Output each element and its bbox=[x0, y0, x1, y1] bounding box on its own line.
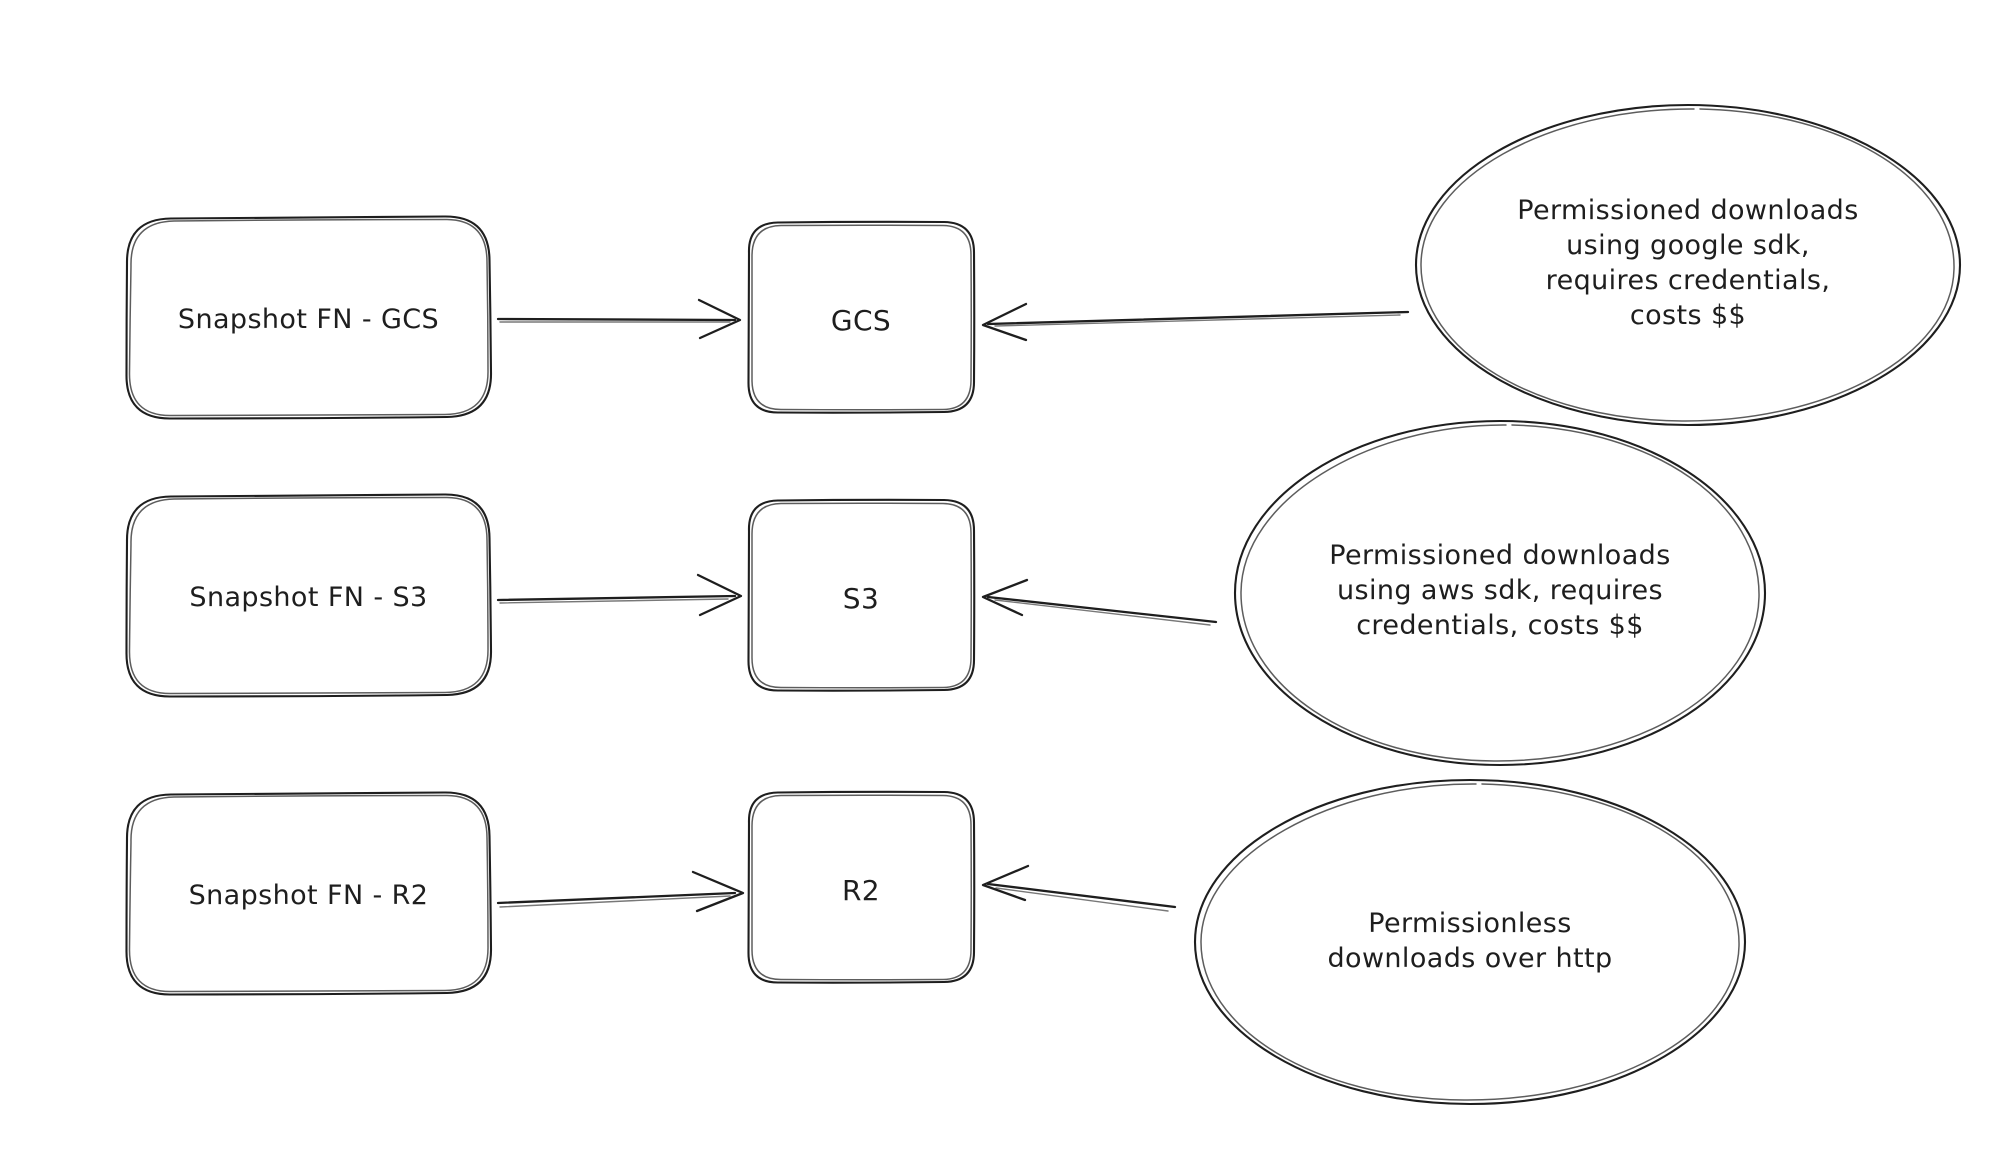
edge-s3-out bbox=[496, 573, 743, 617]
note-line: using google sdk, bbox=[1566, 230, 1810, 262]
label-store-r2: R2 bbox=[841, 874, 881, 907]
node-snapshot-fn-gcs[interactable] bbox=[125, 215, 493, 420]
edge-r2-out bbox=[496, 870, 745, 913]
node-snapshot-fn-s3[interactable] bbox=[125, 493, 493, 698]
note-line: costs $$ bbox=[1629, 300, 1747, 332]
node-store-gcs[interactable] bbox=[747, 220, 976, 414]
note-line: credentials, costs $$ bbox=[1356, 610, 1644, 642]
edge-gcs-out bbox=[496, 298, 742, 340]
edge-r2-in bbox=[981, 864, 1177, 912]
node-store-s3[interactable] bbox=[747, 498, 976, 692]
note-line: using aws sdk, requires bbox=[1336, 575, 1664, 607]
label-note-gcs: Permissioned downloads using google sdk,… bbox=[1426, 193, 1950, 333]
label-snapshot-fn-gcs: Snapshot FN - GCS bbox=[177, 304, 440, 335]
note-line: requires credentials, bbox=[1545, 265, 1831, 297]
label-note-r2: Permissionless downloads over http bbox=[1205, 906, 1735, 976]
label-snapshot-fn-s3: Snapshot FN - S3 bbox=[189, 582, 428, 613]
row-gcs bbox=[125, 103, 1962, 427]
label-store-s3: S3 bbox=[842, 582, 880, 615]
note-ellipse-r2[interactable] bbox=[1193, 778, 1747, 1106]
label-note-s3: Permissioned downloads using aws sdk, re… bbox=[1245, 538, 1755, 643]
node-store-r2[interactable] bbox=[747, 790, 976, 984]
edge-gcs-in bbox=[981, 302, 1410, 342]
row-s3 bbox=[125, 419, 1767, 767]
label-snapshot-fn-r2: Snapshot FN - R2 bbox=[188, 880, 429, 911]
note-line: Permissioned downloads bbox=[1329, 540, 1671, 571]
label-store-gcs: GCS bbox=[830, 304, 892, 337]
edge-s3-in bbox=[981, 578, 1218, 626]
node-snapshot-fn-r2[interactable] bbox=[125, 791, 493, 996]
note-ellipse-s3[interactable] bbox=[1233, 419, 1767, 767]
note-line: Permissioned downloads bbox=[1517, 195, 1859, 226]
note-line: downloads over http bbox=[1327, 943, 1613, 975]
row-r2 bbox=[125, 778, 1747, 1106]
note-line: Permissionless bbox=[1368, 908, 1572, 939]
note-ellipse-gcs[interactable] bbox=[1414, 103, 1962, 427]
